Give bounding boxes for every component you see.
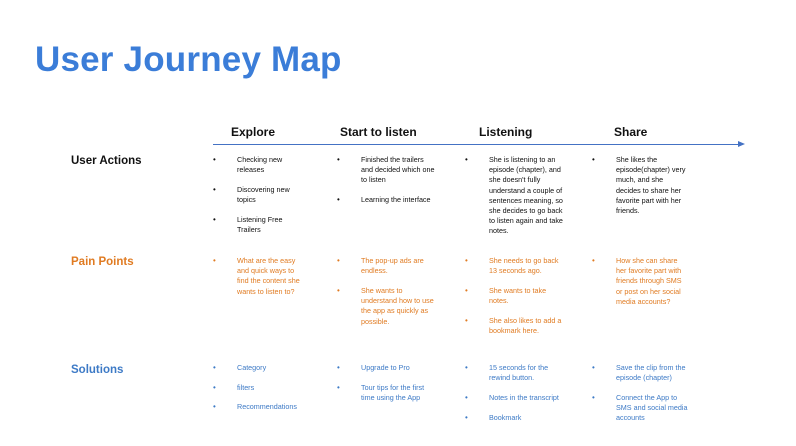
list-item: • She likes the episode(chapter) very muc… [592,155,688,216]
list-item: • Save the clip from the episode (chapter… [592,363,688,383]
list-item: • 15 seconds for the rewind button. [465,363,565,383]
cell-solutions-explore: • Category • filters • Recommendations [213,363,307,422]
bullet-icon: • [213,382,216,392]
bullet-icon: • [465,363,468,372]
bullet-icon: • [592,256,595,265]
list-item: • Notes in the transcript [465,393,565,403]
bullet-icon: • [592,363,595,372]
list-item-text: She likes the episode(chapter) very much… [616,155,686,216]
bullet-icon: • [465,412,468,422]
list-item-text: The pop-up ads are endless. [361,256,424,276]
cell-actions-listening: • She is listening to an episode (chapter… [465,155,565,246]
bullet-icon: • [337,195,340,205]
list-item: • Checking new releases [213,155,307,175]
stage-explore-header: Explore [231,125,276,139]
list-item: • She wants to take notes. [465,286,565,306]
list-item: • Finished the trailers and decided which… [337,155,435,186]
list-item-text: Recommendations [237,402,297,412]
list-item-text: Finished the trailers and decided which … [361,155,435,185]
list-item: • Connect the App to SMS and social media… [592,393,688,424]
bullet-icon: • [337,285,340,295]
list-item-text: Notes in the transcript [489,392,559,402]
list-item: • How she can share her favorite part wit… [592,256,688,307]
list-item-text: Learning the interface [361,195,431,205]
list-item-text: 15 seconds for the rewind button. [489,363,549,383]
bullet-icon: • [213,214,216,224]
list-item-text: Category [237,363,267,372]
list-item: • Listening Free Trailers [213,215,307,235]
bullet-icon: • [592,392,595,402]
list-item-text: What are the easy and quick ways to find… [237,256,300,296]
stage-listening-header: Listening [479,125,533,139]
bullet-icon: • [465,155,468,164]
list-item: • Category [213,363,307,373]
row-label-pain-points: Pain Points [71,256,134,268]
cell-actions-share: • She likes the episode(chapter) very muc… [592,155,688,226]
list-item: • The pop-up ads are endless. [337,256,435,276]
page-title: User Journey Map [35,40,342,79]
list-item: • Recommendations [213,402,307,412]
stage-share-header: Share [614,125,648,139]
cell-pain-start-to-listen: • The pop-up ads are endless. • She wants t… [337,256,435,336]
bullet-icon: • [213,155,216,164]
bullet-icon: • [592,155,595,164]
list-item-text: Save the clip from the episode (chapter) [616,363,686,383]
list-item-text: She wants to take notes. [489,285,547,306]
list-item: • Discovering new topics [213,185,307,205]
list-item: • She also likes to add a bookmark here. [465,316,565,336]
list-item: • Upgrade to Pro [337,363,435,373]
list-item-text: Upgrade to Pro [361,363,410,372]
list-item: • She is listening to an episode (chapter… [465,155,565,237]
cell-actions-start-to-listen: • Finished the trailers and decided which… [337,155,435,215]
list-item-text: filters [237,382,255,392]
list-item: • She wants to understand how to use the … [337,286,435,327]
list-item-text: Tour tips for the first time using the A… [361,382,425,402]
bullet-icon: • [213,184,216,194]
cell-actions-explore: • Checking new releases • Discovering new t… [213,155,307,245]
bullet-icon: • [337,363,340,372]
list-item-text: Bookmark [489,412,522,422]
row-label-user-actions: User Actions [71,155,142,167]
list-item-text: Listening Free Trailers [237,214,283,235]
list-item: • filters [213,383,307,393]
list-item-text: She also likes to add a bookmark here. [489,315,562,336]
bullet-icon: • [337,155,340,164]
bullet-icon: • [465,315,468,325]
list-item-text: Connect the App to SMS and social media … [616,392,688,423]
list-item-text: She needs to go back 13 seconds ago. [489,256,559,276]
cell-solutions-start-to-listen: • Upgrade to Pro • Tour tips for the first … [337,363,435,413]
bullet-icon: • [465,392,468,402]
cell-solutions-listening: • 15 seconds for the rewind button. • Notes… [465,363,565,432]
bullet-icon: • [337,382,340,392]
bullet-icon: • [213,402,216,412]
list-item: • Learning the interface [337,195,435,205]
list-item: • Tour tips for the first time using the … [337,383,435,403]
timeline-arrow-icon [738,141,745,147]
list-item-text: Checking new releases [237,155,283,175]
stage-start-to-listen-header: Start to listen [340,125,417,139]
cell-pain-share: • How she can share her favorite part wit… [592,256,688,317]
list-item-text: She wants to understand how to use the a… [361,285,434,326]
bullet-icon: • [465,256,468,265]
list-item-text: How she can share her favorite part with… [616,256,682,306]
row-label-solutions: Solutions [71,364,124,376]
cell-pain-listening: • She needs to go back 13 seconds ago. • Sh… [465,256,565,346]
list-item-text: She is listening to an episode (chapter)… [489,155,563,236]
list-item: • She needs to go back 13 seconds ago. [465,256,565,276]
bullet-icon: • [465,285,468,295]
cell-pain-explore: • What are the easy and quick ways to fin… [213,256,307,306]
bullet-icon: • [213,256,216,265]
list-item-text: Discovering new topics [237,184,290,205]
list-item: • Bookmark [465,413,565,423]
bullet-icon: • [337,256,340,265]
cell-solutions-share: • Save the clip from the episode (chapter… [592,363,688,433]
list-item: • What are the easy and quick ways to fin… [213,256,307,297]
timeline-axis [213,144,740,145]
bullet-icon: • [213,363,216,372]
